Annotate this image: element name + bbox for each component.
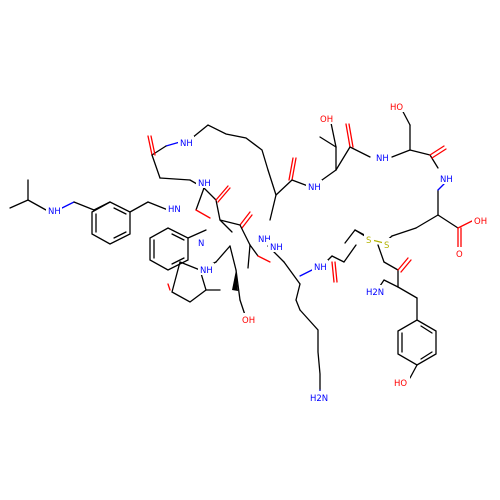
nh-lactam-label: NH (180, 139, 193, 149)
nh-label: NH (314, 263, 327, 273)
h2n-lys-label: H2N (310, 394, 328, 404)
o-acid-label: O (456, 250, 463, 260)
nh-label: NH (376, 154, 389, 164)
hn-left-label: HN (168, 205, 181, 215)
sulfur-label-1: S (366, 236, 371, 246)
bond-network (9, 105, 475, 397)
oh-acid-label: OH (474, 217, 487, 227)
nh-label: NH (308, 183, 321, 193)
n-his-label: N (198, 239, 204, 249)
h2n-tyr-label: H2N (366, 288, 384, 298)
tyrosine-phenyl-ring (397, 286, 437, 379)
nh-label: NH (270, 243, 283, 253)
nh-trp-label: NH (200, 266, 213, 276)
isopropylbenzyl-group (9, 179, 169, 245)
nh-ring-label: NH (198, 179, 211, 189)
sulfur-label-2: S (384, 241, 389, 251)
nh-label: NH (258, 235, 271, 245)
nh-label: NH (440, 175, 453, 185)
ho-label: HO (390, 103, 403, 113)
atom-labels: OH NH HO NH OH O S S NH NH NH NH H2N H2N… (46, 100, 490, 404)
phenyl-ring-center (149, 227, 207, 271)
ho-tyr-label: HO (394, 379, 407, 389)
nh-iso-label: NH (48, 207, 61, 217)
oh-label: OH (320, 115, 333, 125)
oh-thr-low-label: OH (242, 316, 255, 326)
